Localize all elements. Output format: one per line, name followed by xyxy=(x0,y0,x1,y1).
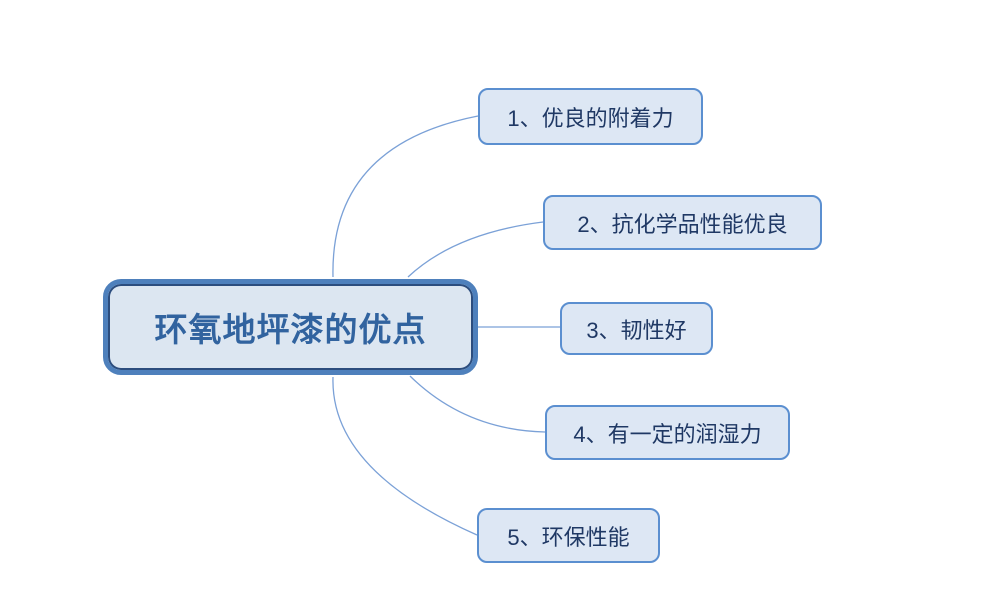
root-node-topic[interactable]: 环氧地坪漆的优点 xyxy=(103,279,478,375)
connector-branch-5 xyxy=(332,376,478,536)
branch-node-3[interactable]: 3、韧性好 xyxy=(560,302,713,355)
root-node-label: 环氧地坪漆的优点 xyxy=(154,311,427,348)
branch-node-5-label: 5、环保性能 xyxy=(507,524,630,550)
branch-node-2[interactable]: 2、抗化学品性能优良 xyxy=(543,195,822,250)
branch-node-2-label: 2、抗化学品性能优良 xyxy=(577,211,788,237)
branch-node-4-label: 4、有一定的润湿力 xyxy=(573,421,762,447)
branch-node-5[interactable]: 5、环保性能 xyxy=(477,508,660,563)
connector-branch-1 xyxy=(332,115,479,278)
branch-node-1-label: 1、优良的附着力 xyxy=(507,105,674,131)
connector-branch-4 xyxy=(409,375,546,433)
branch-node-1[interactable]: 1、优良的附着力 xyxy=(478,88,703,145)
branch-node-3-label: 3、韧性好 xyxy=(586,317,687,343)
branch-node-4[interactable]: 4、有一定的润湿力 xyxy=(545,405,790,460)
connector-branch-2 xyxy=(407,221,544,278)
